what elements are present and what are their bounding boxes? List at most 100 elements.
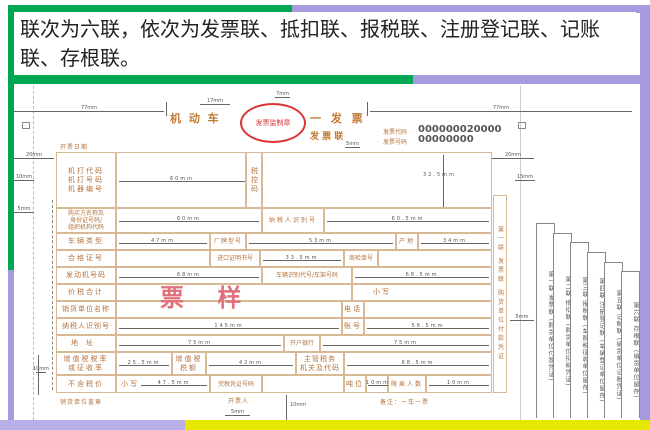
copy-strip-6: 第六联 存根联 (销货单位留存) <box>621 271 640 418</box>
invoice-code-value: 000000020000 <box>418 124 502 135</box>
invoice-title-left: 机 动 车 <box>170 112 221 125</box>
dim-top-left: 77mm <box>14 105 164 112</box>
label-bank: 开户银行 <box>284 335 320 352</box>
frame-left-green <box>8 5 14 270</box>
authority-value: 68.5mm <box>344 352 492 375</box>
label-import-cert: 进口证明书号 <box>210 250 260 267</box>
label-tax-code: 税控码 <box>246 152 262 208</box>
frame-top-lavender <box>292 5 650 13</box>
label-buyer: 购买方名称及 身份证号码/ 组织机构代码 <box>56 208 116 233</box>
slide-title: 联次为六联，依次为发票联、抵扣联、报税联、注册登记联、记账联、存根联。 <box>14 12 636 74</box>
label-engine: 发动机号码 <box>56 267 116 284</box>
page-right-edge <box>520 86 521 420</box>
invoice-code-label: 发票代码 <box>383 129 408 136</box>
label-seller: 销货单位名称 <box>56 301 116 318</box>
invoice-title-right: 一 发 票 <box>310 112 366 125</box>
dim-left2: 10mm <box>14 174 34 181</box>
vat-amount-value: 42mm <box>206 352 296 375</box>
label-brand: 厂牌型号 <box>210 233 246 250</box>
label-net-price: 不含税价 <box>56 375 116 393</box>
label-cert: 合格证号 <box>56 250 116 267</box>
brand-value: 53mm <box>246 233 396 250</box>
label-machine: 机打代码 机打号码 机器编号 <box>56 152 116 208</box>
tax-code-value: 32.5mm <box>262 152 492 208</box>
supervision-stamp: 发票监制章 <box>240 103 306 143</box>
address-value: 75mm <box>116 335 284 352</box>
frame-top-green <box>8 5 292 13</box>
label-remark: 备注：一车一票 <box>380 399 430 406</box>
vat-rate-value: 25.5mm <box>116 352 172 375</box>
label-tonnage: 吨位 <box>344 375 366 393</box>
label-origin: 产地 <box>396 233 418 250</box>
dim-rightside: 5mm <box>510 314 534 321</box>
copy-name: 发 票 联 <box>310 132 344 142</box>
total-value <box>116 284 352 301</box>
dim-right2: 15mm <box>515 174 535 181</box>
dim-tick <box>166 102 167 116</box>
invoice-number-value: 00000000 <box>418 134 474 145</box>
stamp-text: 发票监制章 <box>255 119 291 127</box>
frame-mid-green <box>8 75 413 84</box>
dim-left4-bar <box>38 355 39 395</box>
bank-value: 75mm <box>320 335 492 352</box>
seats-value: 10mm <box>426 375 492 393</box>
frame-mid-lavender <box>413 75 650 84</box>
buyer-value: 60mm <box>116 208 262 233</box>
dim-top-far: 77mm <box>370 105 632 112</box>
label-vin: 车辆识别代号/车架号码 <box>262 267 352 284</box>
label-address: 地址 <box>56 335 116 352</box>
dim-top-mid: 17mm <box>200 98 230 105</box>
invoice-number-label: 发票号码 <box>383 139 408 146</box>
label-phone: 电话 <box>342 301 364 318</box>
account-value: 56.5mm <box>364 318 492 335</box>
label-authority: 主管税务 机关及代码 <box>296 352 344 375</box>
label-total: 价税合计 <box>56 284 116 301</box>
checkbox-right <box>518 122 526 129</box>
dim-bottom-tick <box>286 395 287 420</box>
label-vehicle-type: 车辆类型 <box>56 233 116 250</box>
label-total-small: 小写 <box>352 284 492 301</box>
label-inspection: 商检单号 <box>344 250 378 267</box>
dim-tick <box>367 102 368 116</box>
frame-right-lavender <box>640 5 650 420</box>
dim-bottom2: 10mm <box>290 402 307 408</box>
label-vat-rate: 增值税税率 或征收率 <box>56 352 116 375</box>
machine-value: 60mm <box>116 152 246 208</box>
page-left-edge <box>33 86 34 420</box>
label-issuer: 开票人 <box>228 398 250 405</box>
vin-value: 68.5mm <box>352 267 492 284</box>
cert-value <box>116 250 210 267</box>
dim-bottom: 5mm <box>225 409 250 416</box>
frame-left-lavender <box>8 270 14 420</box>
dim-left-bar <box>52 200 53 390</box>
frame-bottom-yellow <box>185 420 650 430</box>
label-seller-tin: 纳税人识别号 <box>56 318 116 335</box>
vehicle-type-value: 47mm <box>116 233 210 250</box>
label-buyer-tin: 纳税人识别号 <box>262 208 324 233</box>
label-seller-seal: 销货单位盖章 <box>60 399 103 406</box>
dim-code: 5mm <box>345 141 360 148</box>
sample-watermark: 票 样 <box>160 284 242 312</box>
frame-bottom-lavender <box>0 420 185 430</box>
label-account: 账号 <box>342 318 364 335</box>
dim-left1: 20mm <box>14 152 54 159</box>
inspection-value <box>378 250 492 267</box>
import-cert-value: 33.5mm <box>260 250 344 267</box>
phone-value <box>364 301 492 318</box>
tonnage-value: 10mm <box>366 375 388 393</box>
dim-left4: 10mm <box>32 366 50 373</box>
dim-right1: 20mm <box>492 152 534 159</box>
tax-paid-value <box>262 375 344 393</box>
checkbox-left <box>22 122 30 129</box>
dim-left3: 5mm <box>14 206 34 213</box>
seller-tin-value: 145mm <box>116 318 342 335</box>
label-seats: 限乘人数 <box>388 375 426 393</box>
issue-date-label: 开票日期 <box>60 144 89 151</box>
side-copy-label: 第一联 发票联 购货单位付款凭证 <box>493 195 507 393</box>
origin-value: 34mm <box>418 233 492 250</box>
dim-top-right: 7mm <box>275 91 290 98</box>
engine-value: 68mm <box>116 267 262 284</box>
buyer-tin-value: 60.5mm <box>324 208 492 233</box>
label-vat-amount: 增值税 税额 <box>172 352 206 375</box>
